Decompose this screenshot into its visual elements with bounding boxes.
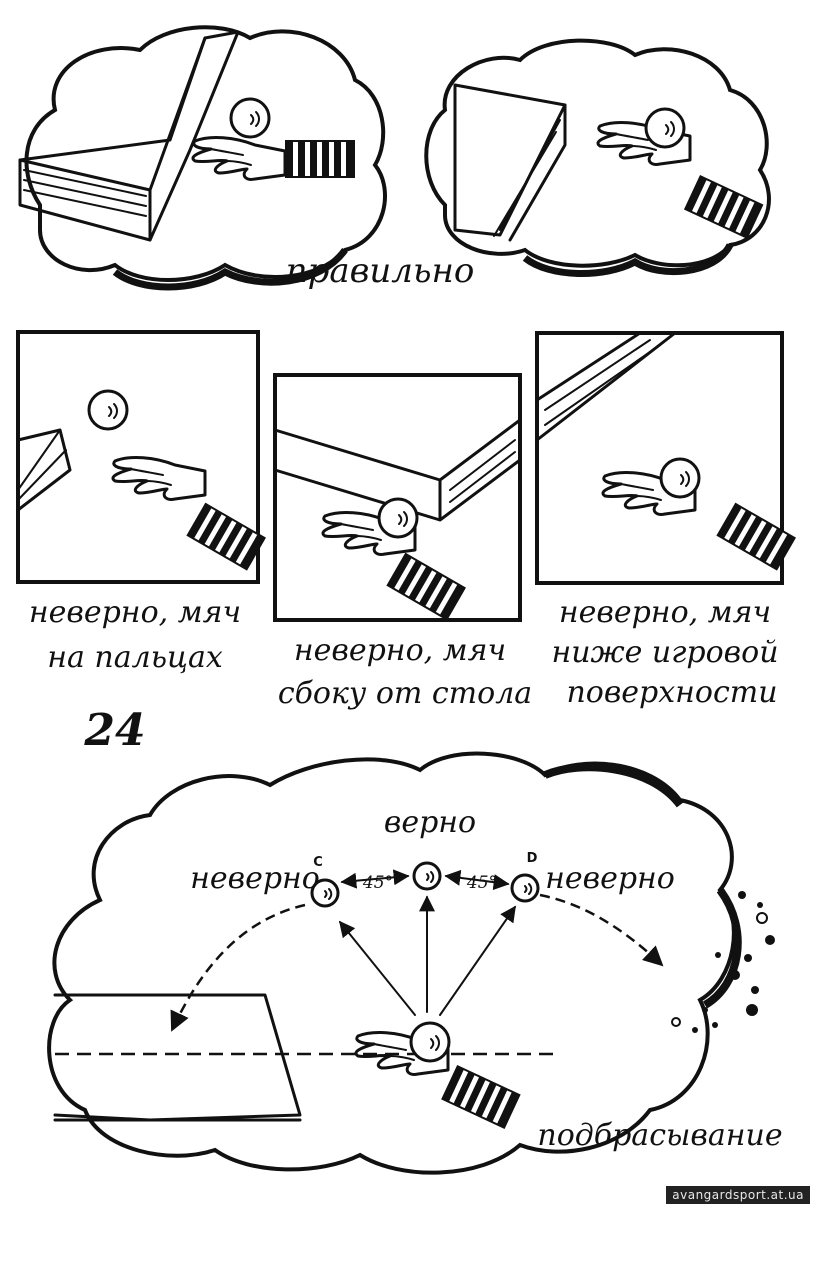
label-wrong-fingers-1: неверно, мяч [29,595,241,630]
cloud-top-left [24,25,387,291]
panel-below [535,331,796,585]
label-point-d: D [527,851,538,866]
label-correct-bottom: верно [384,805,476,840]
label-point-c: C [313,855,323,870]
table-top-right [453,83,567,242]
label-angle-right: 45° [466,873,497,893]
label-correct-top: правильно [286,251,475,291]
label-wrong-side-2: сбоку от стола [278,676,532,711]
label-wrong-below-1: неверно, мяч [559,595,771,630]
label-wrong-below-3: поверхности [566,675,777,710]
label-angle-left: 45° [362,873,393,893]
table-bottom [53,993,555,1122]
label-wrong-below-2: ниже игровой [551,635,778,670]
label-wrong-left: неверно [190,861,320,896]
label-toss: подбрасывание [537,1118,782,1153]
label-wrong-side-1: неверно, мяч [294,633,506,668]
panel-side [273,373,522,622]
label-wrong-fingers-2: на пальцах [47,640,223,675]
decorative-dots [671,891,775,1033]
toss-arrows [170,869,664,1032]
label-wrong-right: неверно [545,861,675,896]
cloud-top-right [424,38,771,277]
watermark: avangardsport.at.ua [666,1186,810,1204]
cloud-bottom [47,751,742,1175]
table-top-left [18,30,240,242]
figure-number: 24 [83,705,145,756]
panel-fingers [16,330,266,584]
